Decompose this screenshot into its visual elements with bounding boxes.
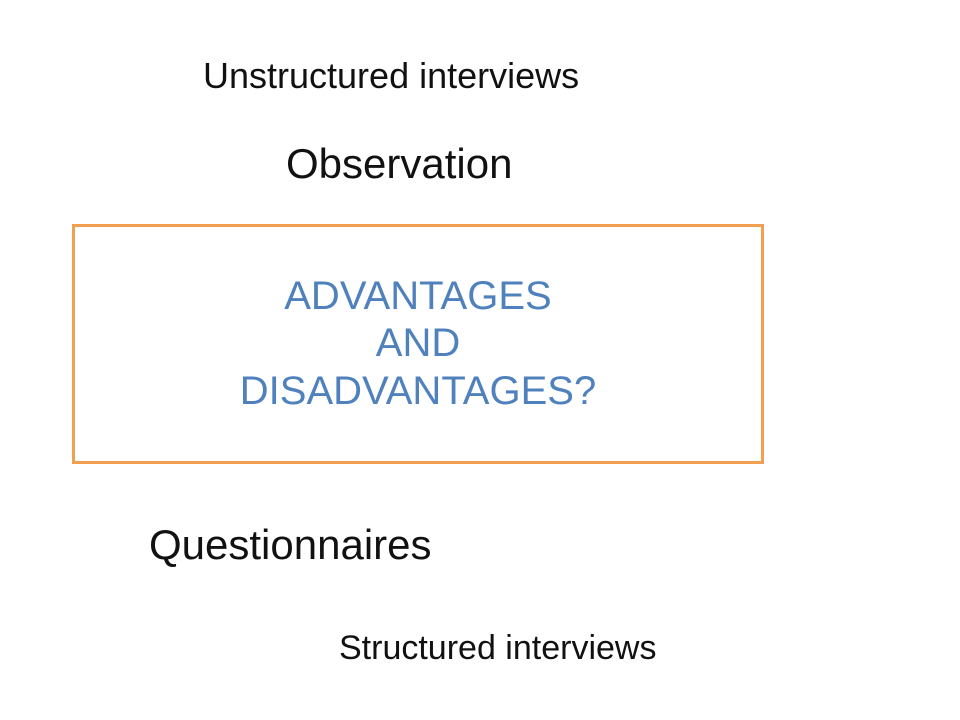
structured-interviews-label: Structured interviews [339,629,657,667]
unstructured-interviews-label: Unstructured interviews [203,55,580,96]
observation-label: Observation [286,140,513,187]
advantages-disadvantages-box: ADVANTAGES AND DISADVANTAGES? [72,224,764,464]
central-box-line-3: DISADVANTAGES? [239,368,597,413]
questionnaires-label: Questionnaires [149,521,432,568]
central-box-line-1: ADVANTAGES [284,274,552,319]
central-box-line-2: AND [375,321,461,366]
central-box-text: ADVANTAGES AND DISADVANTAGES? [240,273,596,415]
